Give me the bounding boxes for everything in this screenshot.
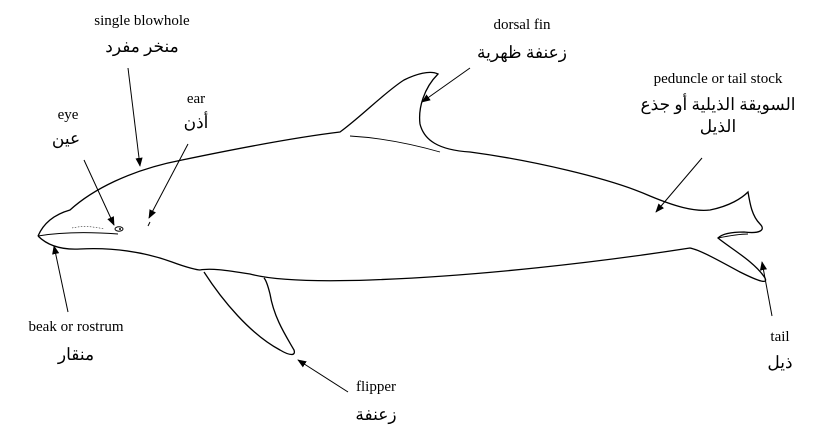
dolphin-lower-jaw bbox=[38, 236, 200, 270]
flipper-label-en: flipper bbox=[356, 380, 396, 395]
eye-label-en: eye bbox=[58, 108, 79, 123]
blowhole-label-ar: منخر مفرد bbox=[105, 38, 179, 55]
dorsal-fin-label-ar: زعنفة ظهرية bbox=[477, 44, 567, 61]
eye-arrow bbox=[84, 160, 114, 225]
tail-arrow bbox=[762, 262, 772, 316]
tail-label-en: tail bbox=[770, 330, 789, 345]
peduncle-label-ar-line2: الذيل bbox=[700, 118, 736, 135]
ear-label-en: ear bbox=[187, 92, 205, 107]
blowhole-label-en: single blowhole bbox=[94, 14, 189, 29]
blowhole-arrow bbox=[128, 68, 140, 166]
peduncle-label-en: peduncle or tail stock bbox=[654, 72, 783, 87]
tail-label-ar: ذيل bbox=[767, 354, 792, 371]
ear-arrow bbox=[149, 144, 188, 218]
beak-label-ar: منقار bbox=[58, 346, 94, 363]
flipper-shape bbox=[204, 272, 294, 355]
beak-label-en: beak or rostrum bbox=[29, 320, 124, 335]
eye-label-ar: عين bbox=[52, 130, 80, 147]
peduncle-label-ar-line1: السويقة الذيلية أو جذع bbox=[641, 96, 796, 113]
flipper-label-ar: زعنفة bbox=[355, 406, 396, 423]
dolphin-mouth-line bbox=[38, 233, 118, 236]
ear-mark bbox=[148, 222, 150, 226]
beak-arrow bbox=[54, 246, 68, 312]
flipper-arrow bbox=[298, 360, 348, 392]
dorsal-fin-label-en: dorsal fin bbox=[493, 18, 550, 33]
ear-label-ar: أذن bbox=[184, 114, 209, 131]
dorsal-fin-base-line bbox=[350, 136, 440, 152]
peduncle-arrow bbox=[656, 158, 702, 212]
